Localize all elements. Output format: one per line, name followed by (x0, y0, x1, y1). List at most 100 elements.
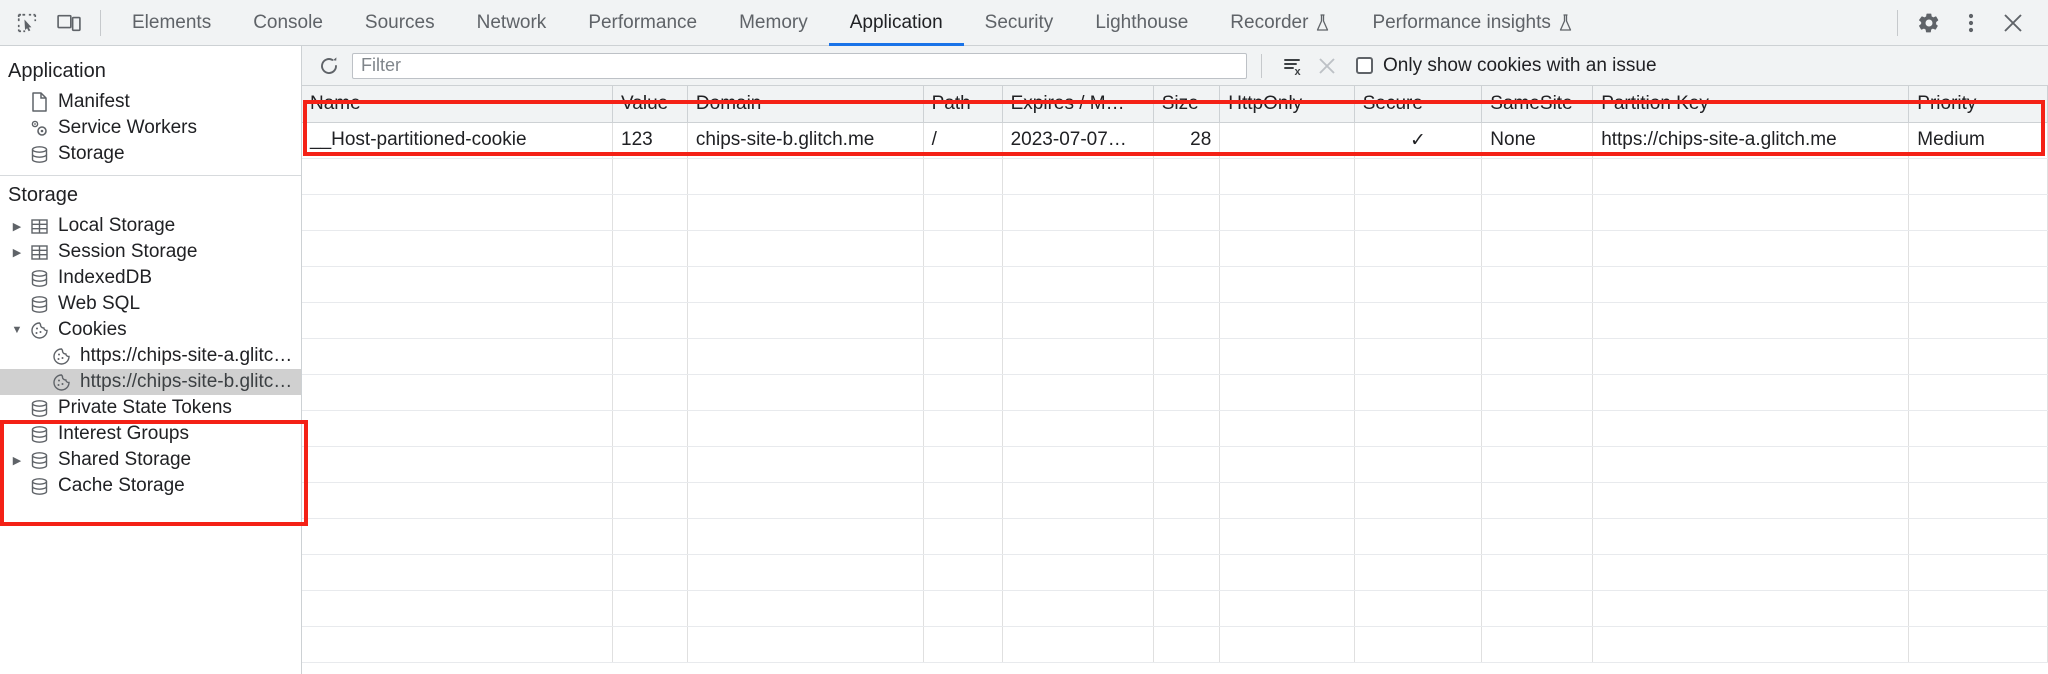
column-header-partition-key[interactable]: Partition Key (1592, 86, 1910, 123)
table-row[interactable]: __Host-partitioned-cookie 123 chips-site… (302, 122, 2048, 159)
tab-lighthouse[interactable]: Lighthouse (1074, 0, 1209, 46)
column-header-expires[interactable]: Expires / M… (1002, 86, 1154, 123)
tab-console[interactable]: Console (232, 0, 344, 46)
table-empty-row (302, 482, 2048, 519)
tab-label: Network (476, 11, 547, 33)
cell-priority[interactable]: Medium (1908, 122, 2048, 159)
cell-expires[interactable]: 2023-07-07… (1002, 122, 1154, 159)
application-panel: Application ▶ Manifest ▶ (0, 46, 2048, 674)
table-empty-row (302, 302, 2048, 339)
sidebar-item-service-workers[interactable]: ▶ Service Workers (0, 115, 301, 141)
database-icon (26, 267, 52, 289)
table-grid-icon (26, 241, 52, 263)
database-icon (26, 423, 52, 445)
more-vertical-icon[interactable] (1950, 4, 1992, 42)
expand-arrow-icon[interactable]: ▶ (12, 454, 22, 467)
device-toolbar-icon[interactable] (48, 4, 90, 42)
sidebar-item-storage[interactable]: ▶ Storage (0, 141, 301, 167)
sidebar-item-label: Manifest (58, 91, 130, 112)
tab-security[interactable]: Security (964, 0, 1075, 46)
tab-performance-insights[interactable]: Performance insights (1351, 0, 1593, 46)
cell-domain[interactable]: chips-site-b.glitch.me (687, 122, 924, 159)
database-icon (26, 397, 52, 419)
column-header-domain[interactable]: Domain (687, 86, 924, 123)
column-header-size[interactable]: Size (1153, 86, 1221, 123)
tab-label: Console (253, 11, 323, 33)
table-empty-row (302, 230, 2048, 267)
column-header-httponly[interactable]: HttpOnly (1219, 86, 1355, 123)
cell-size[interactable]: 28 (1153, 122, 1221, 159)
sidebar-item-cache-storage[interactable]: ▶ Cache Storage (0, 473, 301, 499)
filter-input[interactable]: Filter (352, 52, 1247, 79)
column-header-priority[interactable]: Priority (1908, 86, 2048, 123)
tab-network[interactable]: Network (456, 0, 568, 46)
column-header-samesite[interactable]: SameSite (1481, 86, 1594, 123)
cell-httponly[interactable] (1219, 122, 1355, 159)
sidebar-item-cookies-site-a[interactable]: https://chips-site-a.glitch.me (0, 343, 301, 369)
column-header-secure[interactable]: Secure (1354, 86, 1483, 123)
tab-sources[interactable]: Sources (344, 0, 456, 46)
cookie-icon (26, 319, 52, 341)
tab-label: Lighthouse (1095, 11, 1189, 33)
column-header-value[interactable]: Value (612, 86, 688, 123)
sidebar-item-label: Local Storage (58, 215, 176, 236)
sidebar-item-manifest[interactable]: ▶ Manifest (0, 89, 301, 115)
cell-partition-key[interactable]: https://chips-site-a.glitch.me (1592, 122, 1910, 159)
sidebar-item-label: Session Storage (58, 241, 198, 262)
sidebar-item-cookies-site-b[interactable]: https://chips-site-b.glitch.me (0, 369, 301, 395)
sidebar-item-cookies[interactable]: ▼ Cookies (0, 317, 301, 343)
toolbar-divider (1261, 53, 1262, 78)
sidebar-item-session-storage[interactable]: ▶ Session Storage (0, 239, 301, 265)
sidebar-item-label: Web SQL (58, 293, 141, 314)
panel-tabs: Elements Console Sources Network Perform… (111, 0, 1594, 46)
sidebar-item-web-sql[interactable]: ▶ Web SQL (0, 291, 301, 317)
refresh-icon[interactable] (312, 51, 346, 81)
cookies-table-body: __Host-partitioned-cookie 123 chips-site… (302, 122, 2048, 663)
table-empty-row (302, 158, 2048, 195)
expand-arrow-icon[interactable]: ▶ (12, 246, 22, 259)
inspect-element-icon[interactable] (6, 4, 48, 42)
delete-selected-cookie-icon[interactable] (1310, 51, 1344, 81)
cell-path[interactable]: / (923, 122, 1003, 159)
sidebar-item-local-storage[interactable]: ▶ Local Storage (0, 213, 301, 239)
collapse-arrow-icon[interactable]: ▼ (11, 324, 23, 336)
clear-all-cookies-icon[interactable]: x (1276, 51, 1310, 81)
tab-elements[interactable]: Elements (111, 0, 232, 46)
sidebar-section-storage-title: Storage (8, 184, 79, 206)
only-issues-checkbox-row[interactable]: Only show cookies with an issue (1356, 55, 1657, 77)
expand-arrow-icon[interactable]: ▶ (12, 220, 22, 233)
sidebar-item-private-state-tokens[interactable]: ▶ Private State Tokens (0, 395, 301, 421)
cookie-icon (48, 345, 74, 367)
sidebar-item-interest-groups[interactable]: ▶ Interest Groups (0, 421, 301, 447)
cell-secure[interactable]: ✓ (1354, 122, 1483, 159)
sidebar-item-label: Interest Groups (58, 423, 189, 444)
close-icon[interactable] (1992, 4, 2034, 42)
tab-recorder[interactable]: Recorder (1209, 0, 1351, 46)
application-sidebar: Application ▶ Manifest ▶ (0, 46, 302, 674)
tab-performance[interactable]: Performance (567, 0, 718, 46)
sidebar-item-indexeddb[interactable]: ▶ IndexedDB (0, 265, 301, 291)
table-grid-icon (26, 215, 52, 237)
column-header-name[interactable]: Name (302, 86, 614, 123)
cell-name[interactable]: __Host-partitioned-cookie (302, 122, 614, 159)
tab-application[interactable]: Application (828, 0, 964, 46)
tab-label: Performance insights (1372, 11, 1551, 33)
tab-memory[interactable]: Memory (718, 0, 829, 46)
cell-value[interactable]: 123 (612, 122, 688, 159)
svg-text:x: x (1295, 66, 1302, 78)
table-empty-row (302, 194, 2048, 231)
cell-samesite[interactable]: None (1481, 122, 1594, 159)
toolbar-divider (1897, 9, 1898, 36)
tab-label: Security (984, 11, 1054, 33)
cookie-icon (48, 371, 74, 393)
database-icon (26, 475, 52, 497)
only-issues-checkbox[interactable] (1356, 57, 1373, 74)
table-empty-row (302, 338, 2048, 375)
column-header-path[interactable]: Path (923, 86, 1003, 123)
cookies-table-header: Name Value Domain Path Expires / M… Size… (302, 86, 2048, 123)
database-icon (26, 293, 52, 315)
gear-icon[interactable] (1908, 4, 1950, 42)
filter-placeholder: Filter (361, 55, 401, 75)
sidebar-item-shared-storage[interactable]: ▶ Shared Storage (0, 447, 301, 473)
